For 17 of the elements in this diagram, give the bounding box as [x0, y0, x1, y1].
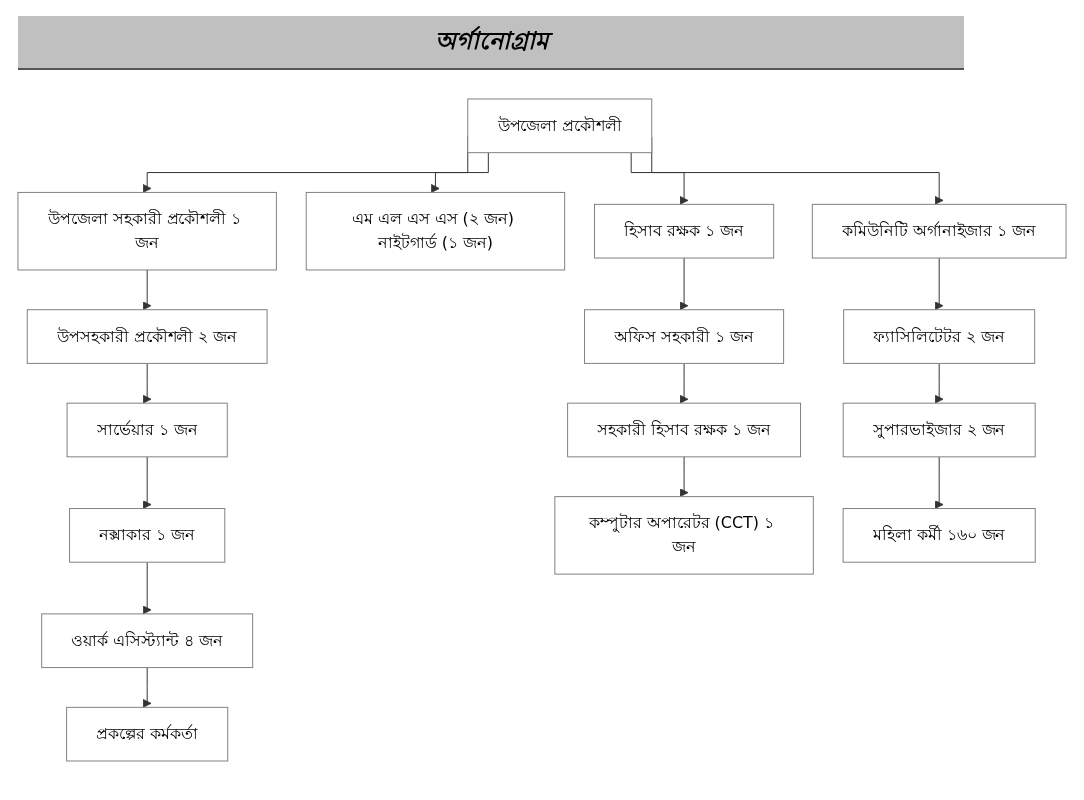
node-box: এম এল এস এস (২ জন) নাইটগার্ড (১ জন)	[305, 191, 566, 271]
node-box: হিসাব রক্ষক ১ জন	[594, 203, 775, 259]
node-box: উপজেলা প্রকৌশলী	[467, 98, 653, 154]
node-box: মহিলা কর্মী ১৬০ জন	[842, 508, 1036, 563]
node-box: সহকারী হিসাব রক্ষক ১ জন	[567, 402, 802, 458]
node-box: নক্সাকার ১ জন	[69, 508, 226, 563]
node-box: প্রকল্পের কর্মকর্তা	[66, 706, 229, 762]
node-box: সুপারভাইজার ২ জন	[842, 402, 1036, 458]
node-box: উপসহকারী প্রকৌশলী ২ জন	[26, 309, 268, 364]
node-box: সার্ভেয়ার ১ জন	[66, 402, 228, 458]
node-box: ফ্যাসিলিটেটর ২ জন	[843, 309, 1036, 364]
title-banner: অর্গানোগ্রাম	[18, 16, 964, 70]
node-box: অফিস সহকারী ১ জন	[584, 309, 785, 364]
node-box: ওয়ার্ক এসিস্ট্যান্ট ৪ জন	[41, 613, 254, 669]
node-box: কম্পুটার অপারেটর (CCT) ১ জন	[554, 496, 814, 575]
node-box: কমিউনিটি অর্গানাইজার ১ জন	[811, 203, 1067, 259]
node-box: উপজেলা সহকারী প্রকৌশলী ১ জন	[17, 191, 277, 271]
